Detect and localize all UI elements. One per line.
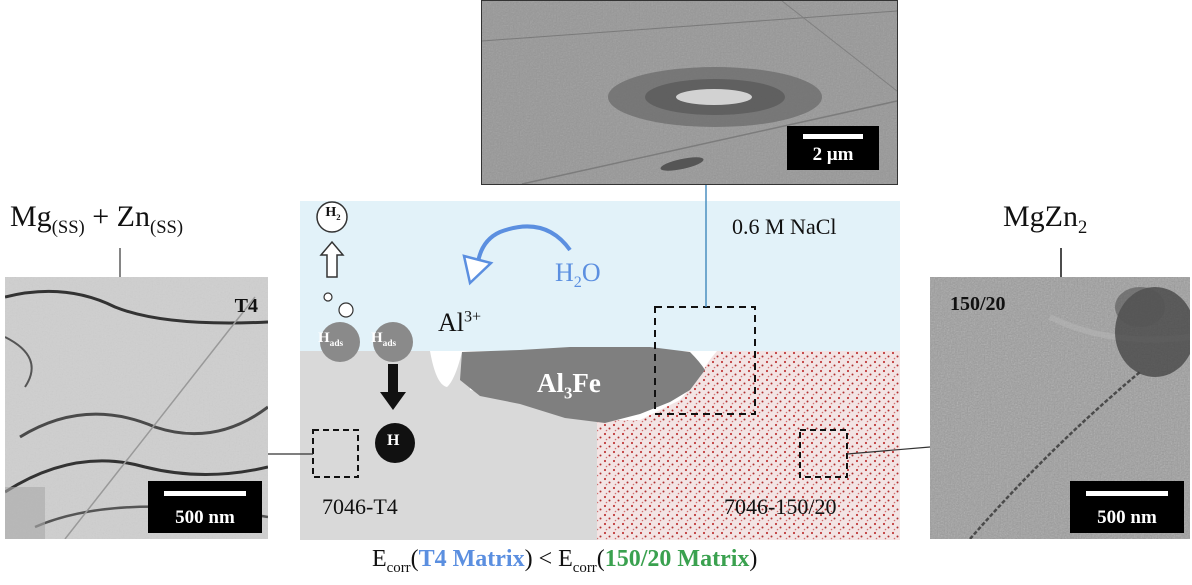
h-atom-label: H [387,432,400,449]
hads-label-1: Hads [318,330,344,349]
electrolyte-label: 0.6 M NaCl [732,214,837,239]
corrosion-potential-formula: Ecorr(T4 Matrix) < Ecorr(150/20 Matrix) [372,546,758,576]
sem-image: 2 μm [481,0,898,185]
t4-temper-label: T4 [234,295,258,317]
t4-matrix [300,351,597,540]
right-alloy-label: 7046-150/20 [724,494,837,519]
t4-matrix-text: T4 Matrix [418,546,525,572]
left-alloy-label: 7046-T4 [322,494,398,519]
down-arrow-icon [380,392,406,410]
particle-label: Al3Fe [537,368,601,403]
aged-scale-bar: 500 nm [1070,481,1184,533]
aged-tem-image: 150/20 500 nm [930,277,1190,539]
h-atom-circle [375,423,415,463]
t4-scale-bar: 500 nm [148,481,262,533]
hads-circle-1 [320,322,360,362]
right-phase-label: MgZn2 [1003,200,1088,238]
al-ion-label: Al3+ [438,308,482,337]
zoom-box-top [654,306,756,415]
t4-tem-image: T4 500 nm [5,277,268,539]
hads-label-2: Hads [371,330,397,349]
h2-label: H2 [325,205,341,222]
left-phase-label: Mg(SS) + Zn(SS) [10,200,184,238]
hads-circle-2 [373,322,413,362]
sem-scale-bar: 2 μm [787,126,879,170]
water-label: H2O [555,258,601,292]
connector-right [846,446,931,455]
aged-matrix-text: 150/20 Matrix [604,546,750,572]
h2-bubble [316,201,348,233]
al3fe-particle [460,347,705,423]
aged-matrix [597,351,900,540]
up-arrow-icon [319,240,345,278]
water-arrow-icon [476,224,572,263]
aged-temper-label: 150/20 [950,293,1006,315]
